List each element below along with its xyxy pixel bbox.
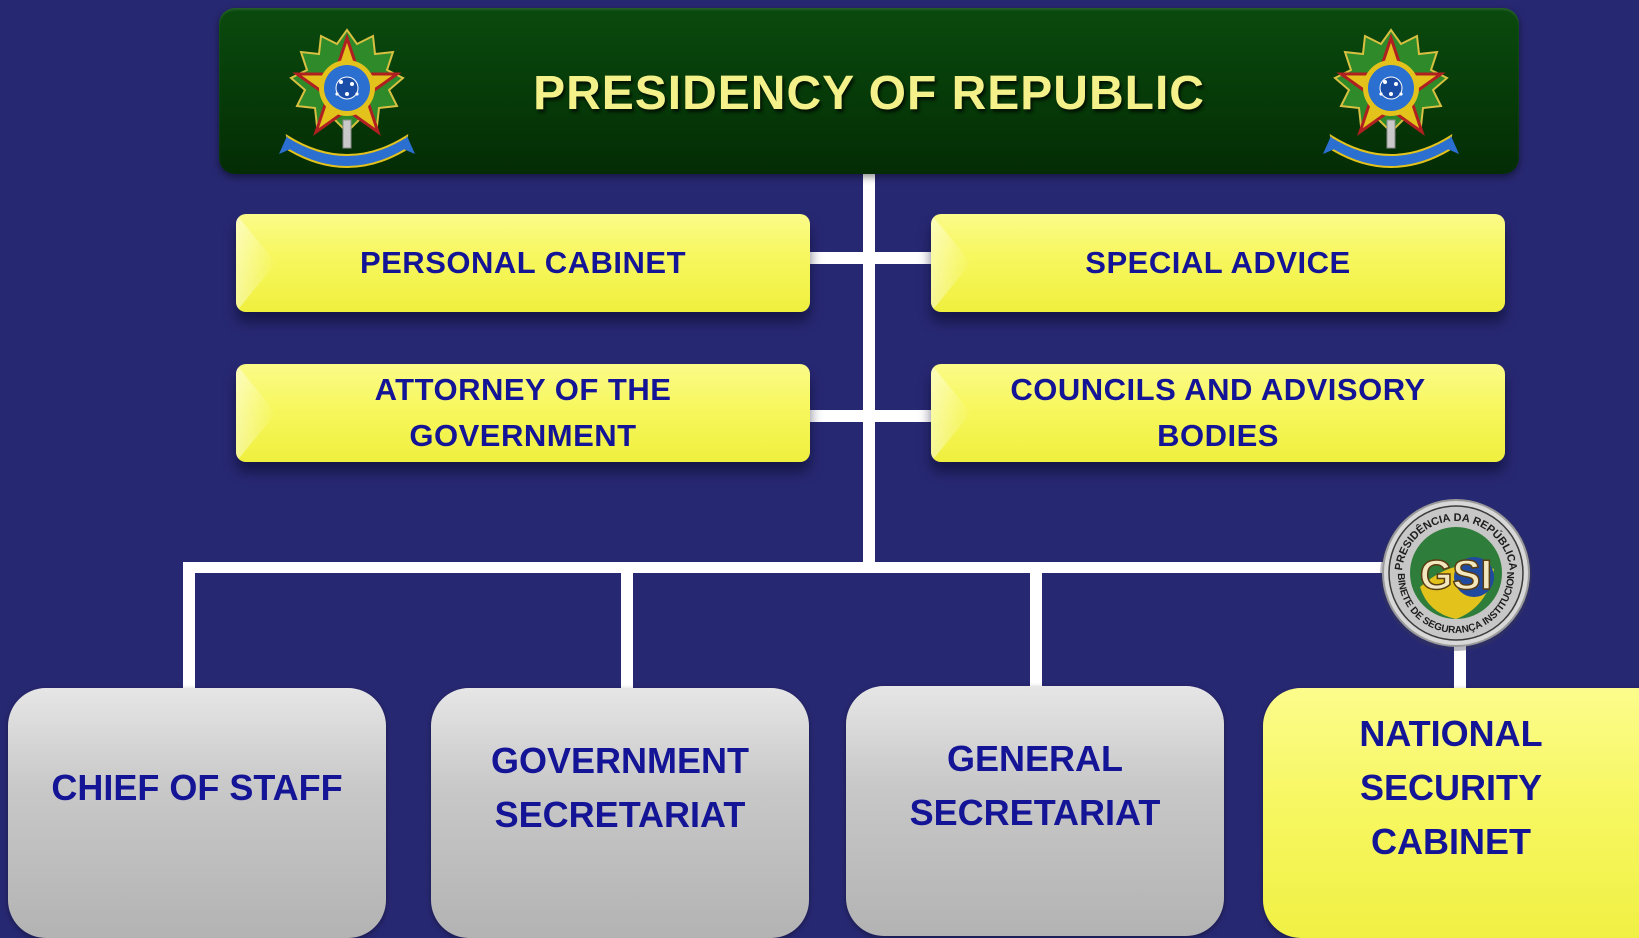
branch-line-row2 xyxy=(810,410,931,422)
header-title: PRESIDENCY OF REPUBLIC xyxy=(533,67,1205,120)
department-chief-of-staff: CHIEF OF STAFF xyxy=(8,688,386,938)
department-government-secretariat: GOVERNMENT SECRETARIAT xyxy=(431,688,809,938)
presidency-header: PRESIDENCY OF REPUBLIC xyxy=(219,8,1519,174)
department-label: GENERAL SECRETARIAT xyxy=(909,738,1161,833)
trunk-line xyxy=(863,174,875,570)
box-councils-and-advisory-bodies: COUNCILS AND ADVISORY BODIES xyxy=(931,364,1505,462)
drop-line-national-security-cabinet xyxy=(1454,640,1466,690)
drop-line-chief-of-staff xyxy=(183,562,195,690)
gsi-seal-icon: GSI PRESIDÊNCIA DA REPÚBLICA GABINETE DE… xyxy=(1376,495,1532,651)
branch-line-row1 xyxy=(810,252,931,264)
department-label: CHIEF OF STAFF xyxy=(51,767,343,808)
department-label: GOVERNMENT SECRETARIAT xyxy=(490,740,749,835)
drop-line-government-secretariat xyxy=(621,562,633,690)
box-personal-cabinet: PERSONAL CABINET xyxy=(236,214,810,312)
box-label: COUNCILS AND ADVISORY BODIES xyxy=(1010,372,1426,453)
brazil-coat-of-arms-icon xyxy=(1323,28,1459,168)
department-general-secretariat: GENERAL SECRETARIAT xyxy=(846,686,1224,936)
box-label: SPECIAL ADVICE xyxy=(1085,245,1351,280)
drop-line-general-secretariat xyxy=(1030,562,1042,688)
box-label: ATTORNEY OF THE GOVERNMENT xyxy=(374,372,672,453)
department-national-security-cabinet: NATIONAL SECURITY CABINET xyxy=(1263,688,1639,938)
department-bus-line xyxy=(183,562,1461,573)
brazil-coat-of-arms-icon xyxy=(279,28,415,168)
box-label: PERSONAL CABINET xyxy=(359,245,687,280)
box-special-advice: SPECIAL ADVICE xyxy=(931,214,1505,312)
department-label: NATIONAL SECURITY CABINET xyxy=(1359,713,1543,862)
box-attorney-of-the-government: ATTORNEY OF THE GOVERNMENT xyxy=(236,364,810,462)
seal-center-text: GSI xyxy=(1420,551,1492,598)
